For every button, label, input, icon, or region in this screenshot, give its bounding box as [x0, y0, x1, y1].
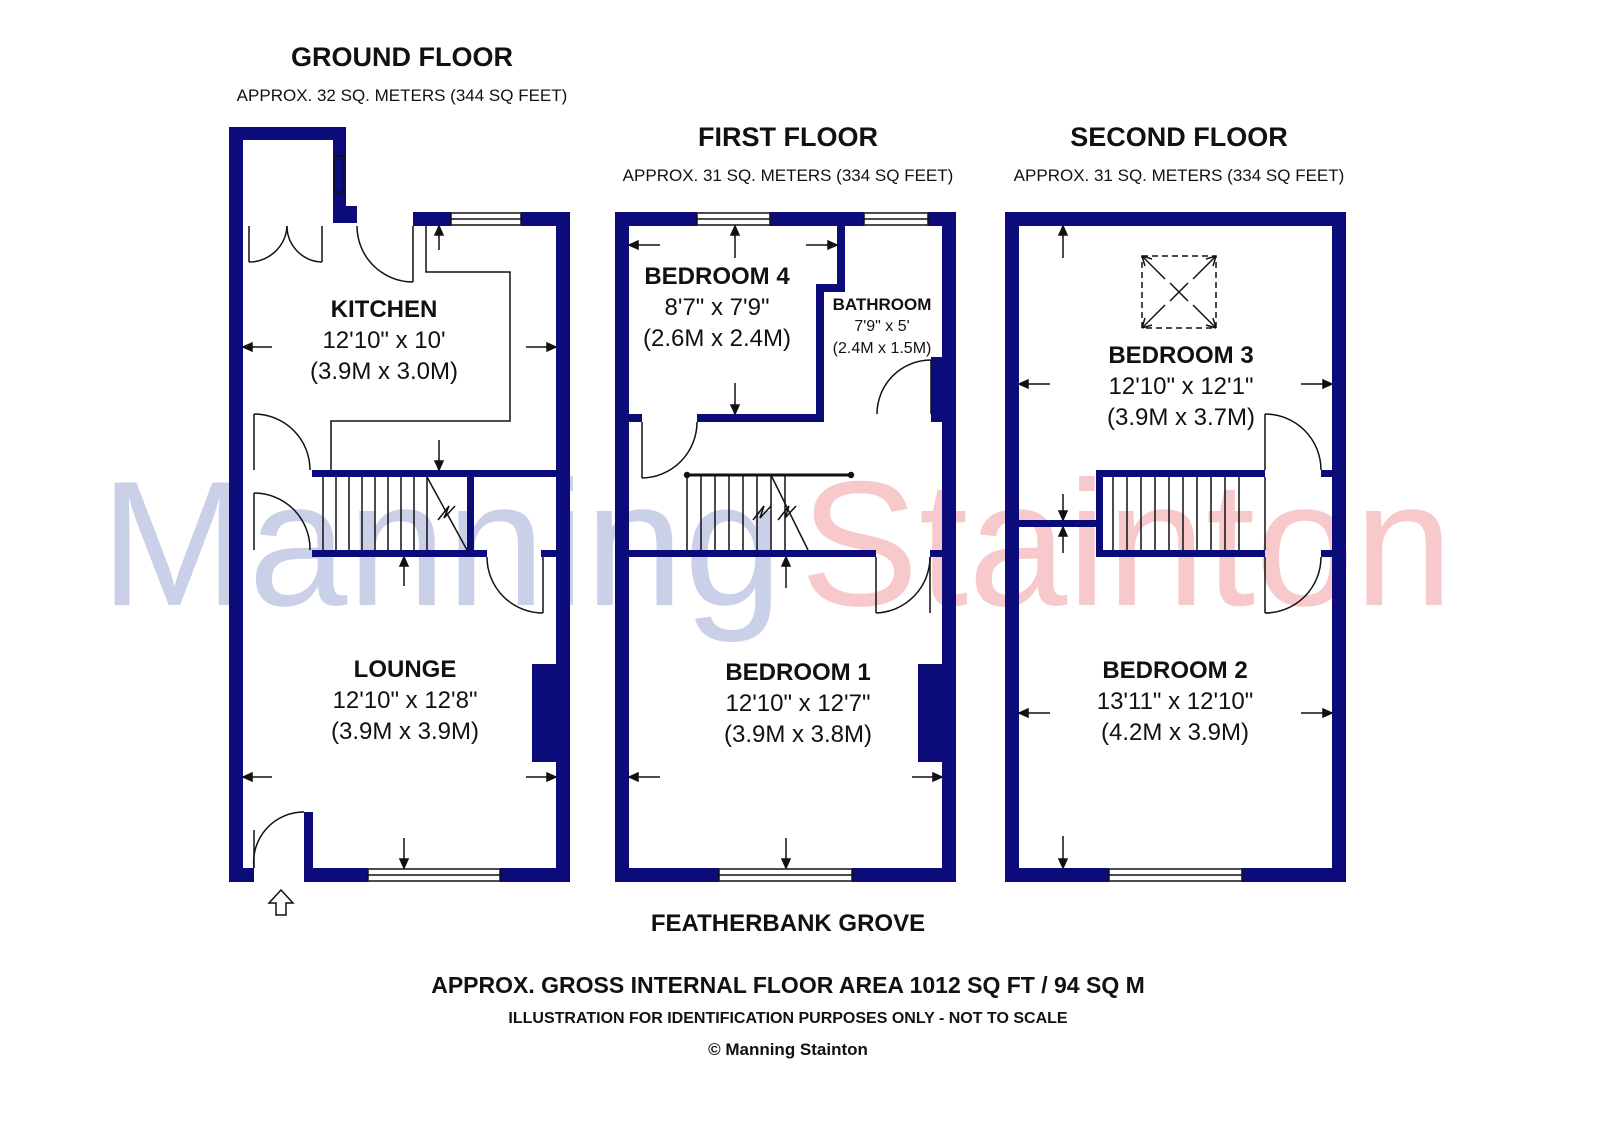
street-name: FEATHERBANK GROVE	[650, 910, 926, 937]
room-dims-bedroom-1-imperial: 12'10" x 12'7"	[725, 690, 871, 717]
first-floor-stairs	[683, 471, 855, 551]
skylight-icon	[1141, 255, 1217, 329]
room-dims-kitchen-imperial: 12'10" x 10'	[322, 327, 446, 354]
room-dims-bedroom-3-imperial: 12'10" x 12'1"	[1108, 373, 1254, 400]
watermark-manning: Manning	[100, 444, 783, 643]
copyright: © Manning Stainton	[708, 1040, 868, 1059]
first-floor-plan	[615, 212, 956, 882]
room-label-bedroom-4: BEDROOM 4	[644, 263, 790, 290]
first-floor-lines	[641, 212, 932, 882]
disclaimer: ILLUSTRATION FOR IDENTIFICATION PURPOSES…	[508, 1010, 1068, 1027]
first-floor-arrows	[627, 224, 944, 870]
room-dims-lounge-metric: (3.9M x 3.9M)	[330, 718, 480, 745]
room-dims-bedroom-3-metric: (3.9M x 3.7M)	[1106, 404, 1256, 431]
room-dims-bedroom-2-imperial: 13'11" x 12'10"	[1096, 688, 1254, 715]
second-floor-plan	[1005, 212, 1346, 882]
ground-floor-title: GROUND FLOOR	[291, 42, 513, 72]
ground-floor-lines	[248, 155, 544, 882]
room-label-kitchen: KITCHEN	[330, 296, 438, 323]
room-label-bedroom-3: BEDROOM 3	[1108, 342, 1254, 369]
ground-floor-plan	[229, 127, 570, 882]
room-dims-bedroom-4-imperial: 8'7" x 7'9"	[664, 294, 770, 321]
room-label-bedroom-2: BEDROOM 2	[1102, 657, 1248, 684]
room-dims-bathroom-imperial: 7'9" x 5'	[854, 318, 910, 335]
room-dims-bedroom-4-metric: (2.6M x 2.4M)	[642, 325, 792, 352]
second-floor-stairs	[1112, 477, 1266, 550]
ground-floor-stairs	[322, 476, 468, 551]
room-label-bedroom-1: BEDROOM 1	[725, 659, 871, 686]
room-dims-lounge-imperial: 12'10" x 12'8"	[332, 687, 478, 714]
gross-internal-area: APPROX. GROSS INTERNAL FLOOR AREA 1012 S…	[431, 972, 1145, 998]
room-label-bathroom: BATHROOM	[832, 295, 932, 314]
room-dims-bathroom-metric: (2.4M x 1.5M)	[832, 340, 932, 357]
first-floor-area: APPROX. 31 SQ. METERS (334 SQ FEET)	[622, 166, 954, 185]
room-dims-kitchen-metric: (3.9M x 3.0M)	[309, 358, 459, 385]
ground-floor-area: APPROX. 32 SQ. METERS (344 SQ FEET)	[236, 86, 568, 105]
second-floor-lines	[1108, 255, 1322, 882]
entrance-arrow-icon	[267, 888, 295, 916]
ground-floor-arrows	[241, 224, 558, 870]
room-dims-bedroom-2-metric: (4.2M x 3.9M)	[1100, 719, 1250, 746]
second-floor-arrows	[1017, 224, 1334, 870]
second-floor-area: APPROX. 31 SQ. METERS (334 SQ FEET)	[1013, 166, 1345, 185]
second-floor-title: SECOND FLOOR	[1070, 122, 1288, 152]
first-floor-title: FIRST FLOOR	[698, 122, 878, 152]
room-label-lounge: LOUNGE	[353, 656, 457, 683]
room-dims-bedroom-1-metric: (3.9M x 3.8M)	[723, 721, 873, 748]
